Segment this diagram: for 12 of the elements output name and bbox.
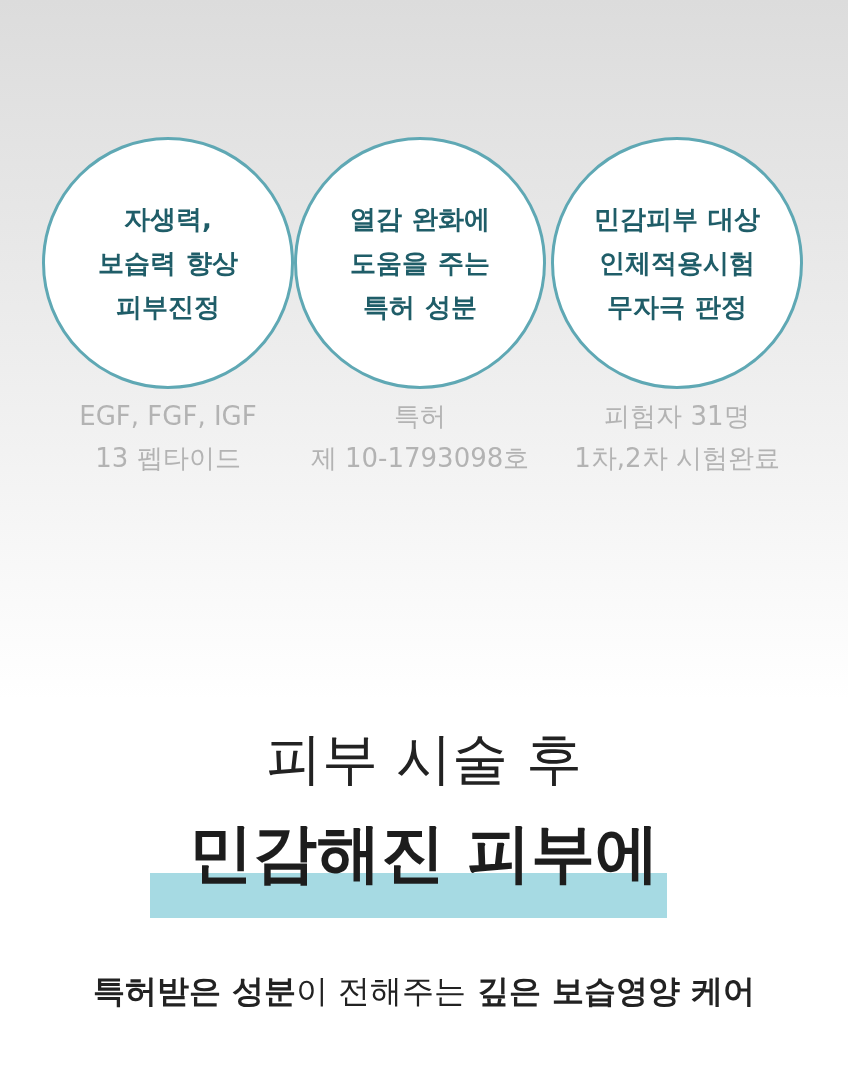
headline: 피부 시술 후 <box>266 725 582 793</box>
detail-note: 13 펩타이드 <box>95 442 241 475</box>
subheadline: 특허받은 성분이 전해주는 깊은 보습영양 케어 <box>93 971 755 1012</box>
circle-text: 자생력, 보습력 향상 피부진정 <box>97 203 239 324</box>
detail-note: 제 10-1793098호 <box>310 442 530 475</box>
circle-text: 열감 완화에 도움을 주는 특허 성분 <box>349 203 491 324</box>
highlighted-headline: 민감해진 피부에 <box>188 815 660 892</box>
detail-note: 피험자 31명 <box>604 400 750 433</box>
detail-note: EGF, FGF, IGF <box>79 400 257 433</box>
detail-note: 1차,2차 시험완료 <box>574 442 780 475</box>
detail-note: 특허 <box>394 400 446 433</box>
circle-text: 민감피부 대상 인체적용시험 무자극 판정 <box>593 203 761 324</box>
